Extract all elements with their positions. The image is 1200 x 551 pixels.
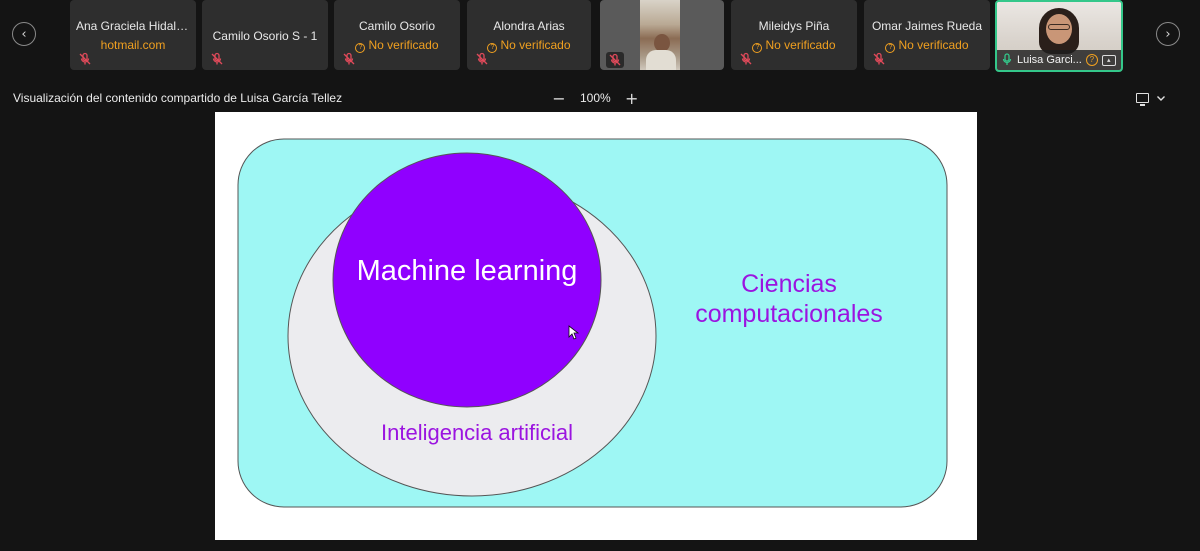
monitor-icon bbox=[1136, 93, 1149, 106]
participant-name: Omar Jaimes Rueda bbox=[871, 19, 983, 33]
chevron-right-icon[interactable]: › bbox=[1156, 22, 1180, 46]
zoom-level: 100% bbox=[580, 91, 611, 105]
participant-name: Camilo Osorio bbox=[358, 19, 436, 33]
zoom-out-button[interactable]: − bbox=[552, 88, 566, 108]
warning-circle-icon: ? bbox=[487, 43, 498, 53]
self-name: Luisa Garci... bbox=[1017, 54, 1082, 66]
mouse-cursor-icon bbox=[568, 325, 580, 340]
mic-muted-icon bbox=[211, 52, 223, 65]
zoom-controls: − 100% + bbox=[552, 88, 639, 108]
mic-muted-icon bbox=[740, 52, 752, 65]
chevron-down-icon bbox=[1157, 96, 1165, 101]
warning-circle-icon: ? bbox=[752, 43, 763, 53]
participant-tile[interactable]: Omar Jaimes Rueda ?No verificado bbox=[864, 0, 990, 70]
participant-name: Ana Graciela Hidalgo ... bbox=[76, 19, 196, 33]
zoom-in-button[interactable]: + bbox=[625, 88, 639, 108]
warning-circle-icon: ? bbox=[885, 43, 896, 53]
mic-muted-icon bbox=[606, 52, 624, 68]
participant-tile[interactable]: Ana Graciela Hidalgo ... hotmail.com bbox=[70, 0, 196, 70]
venn-diagram bbox=[237, 138, 948, 508]
verification-status: ?No verificado bbox=[334, 38, 460, 53]
mic-muted-icon bbox=[476, 52, 488, 65]
self-tile-bar: Luisa Garci... ? ▴ bbox=[997, 50, 1121, 70]
mic-muted-icon bbox=[873, 52, 885, 65]
participant-tile[interactable]: Mileidys Piña ?No verificado bbox=[731, 0, 857, 70]
view-options-button[interactable] bbox=[1136, 90, 1176, 106]
warning-circle-icon: ? bbox=[1085, 54, 1098, 66]
participant-video-tile[interactable] bbox=[600, 0, 724, 70]
participant-tile[interactable]: Camilo Osorio ?No verificado bbox=[334, 0, 460, 70]
participant-name: Alondra Arias bbox=[493, 19, 565, 33]
shared-slide: Machine learning Inteligencia artificial… bbox=[215, 112, 977, 540]
inner-region bbox=[332, 152, 602, 408]
mic-muted-icon bbox=[79, 52, 91, 65]
computer-science-label: Ciencias computacionales bbox=[695, 270, 883, 328]
verification-status: ?No verificado bbox=[731, 38, 857, 53]
verification-status: ?No verificado bbox=[864, 38, 990, 53]
verification-status: ?No verificado bbox=[467, 38, 591, 53]
share-title: Visualización del contenido compartido d… bbox=[13, 91, 343, 105]
screen-share-icon: ▴ bbox=[1101, 54, 1116, 66]
participant-tile[interactable]: Alondra Arias ?No verificado bbox=[467, 0, 591, 70]
artificial-intelligence-label: Inteligencia artificial bbox=[381, 420, 573, 445]
warning-circle-icon: ? bbox=[355, 43, 366, 53]
machine-learning-label: Machine learning bbox=[356, 255, 578, 287]
participant-name: Camilo Osorio S - 1 bbox=[212, 29, 318, 43]
mic-muted-icon bbox=[343, 52, 355, 65]
participant-video bbox=[640, 0, 680, 70]
self-video-tile[interactable]: Luisa Garci... ? ▴ bbox=[995, 0, 1123, 72]
mic-icon[interactable] bbox=[1001, 53, 1013, 67]
participant-tile[interactable]: Camilo Osorio S - 1 bbox=[202, 0, 328, 70]
participant-name: Mileidys Piña bbox=[758, 19, 830, 33]
participant-email: hotmail.com bbox=[100, 38, 166, 52]
chevron-left-icon[interactable]: ‹ bbox=[12, 22, 36, 46]
